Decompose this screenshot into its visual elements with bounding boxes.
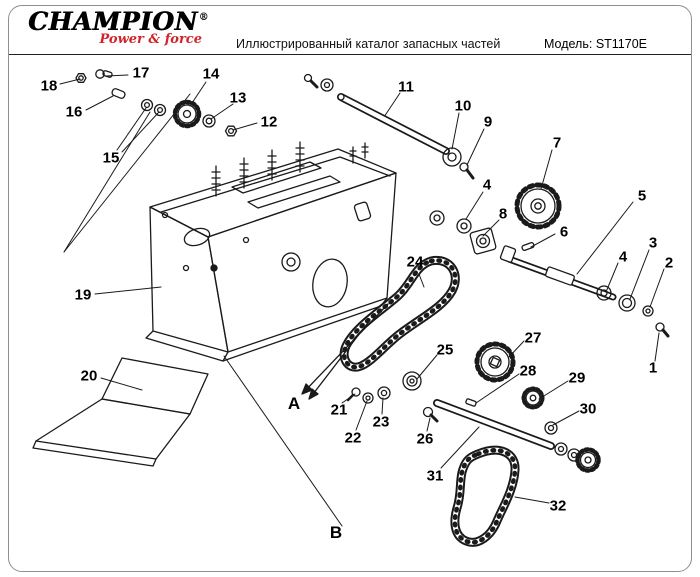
fasteners-top-left-12-to-18 [75, 69, 238, 137]
model-label: Модель: ST1170E [544, 37, 648, 51]
callout-29: 29 [568, 369, 586, 387]
sprocket-27 [474, 341, 516, 383]
section-label-b: B [329, 523, 343, 542]
callout-17: 17 [132, 64, 150, 82]
deflector-panel-20 [32, 357, 209, 467]
section-label-a: A [287, 394, 301, 413]
key-6 [521, 242, 535, 251]
callout-22: 22 [344, 429, 362, 447]
callout-10: 10 [454, 97, 472, 115]
fasteners-21-22-23 [346, 386, 391, 404]
callout-30: 30 [579, 400, 597, 418]
brand-logo: CHAMPION® Power & force [28, 7, 210, 47]
pivot-bolt-and-washer [303, 73, 334, 92]
callout-24: 24 [406, 253, 424, 271]
callout-2: 2 [664, 254, 674, 272]
callout-4b: 4 [618, 248, 628, 266]
callout-16: 16 [65, 103, 83, 121]
flange-10 [442, 147, 462, 167]
callout-12: 12 [260, 113, 278, 131]
callout-14: 14 [202, 65, 220, 83]
callout-15: 15 [102, 149, 120, 167]
callout-9: 9 [483, 113, 493, 131]
callout-11: 11 [398, 78, 414, 96]
leader-lines [59, 74, 665, 504]
callout-5: 5 [637, 187, 647, 205]
callout-25: 25 [436, 341, 454, 359]
callout-32: 32 [549, 497, 567, 515]
brand-name: CHAMPION® [28, 7, 210, 36]
callout-21: 21 [330, 401, 348, 419]
view-line-b [223, 355, 343, 527]
shaft-5 [499, 245, 617, 301]
callout-28: 28 [519, 362, 537, 380]
callout-8: 8 [498, 205, 508, 223]
callout-13: 13 [229, 89, 247, 107]
callout-19: 19 [74, 286, 92, 304]
axle-31 [433, 398, 558, 450]
callout-18: 18 [40, 77, 58, 95]
callout-7: 7 [552, 134, 562, 152]
shaft-11 [337, 93, 450, 155]
callout-1: 1 [648, 359, 658, 377]
callout-23: 23 [372, 413, 390, 431]
chain-32 [450, 445, 520, 547]
drive-end-sprocket-and-washers [554, 442, 601, 473]
chain-24 [339, 255, 460, 372]
bolt-26 [422, 406, 439, 423]
view-arrows-a [301, 303, 389, 400]
gear-14 [172, 99, 202, 129]
callout-20: 20 [80, 367, 98, 385]
right-end-hardware-1-2-3-4 [596, 285, 670, 338]
sprocket-29 [521, 386, 545, 410]
bushings-4-upper [429, 210, 472, 234]
callout-31: 31 [426, 467, 444, 485]
top-studs [211, 141, 369, 197]
callout-27: 27 [524, 329, 542, 347]
callout-4a: 4 [482, 176, 492, 194]
sprocket-7 [514, 182, 562, 230]
registered-mark-icon: ® [198, 12, 210, 23]
header-divider [9, 54, 691, 55]
key-28 [465, 398, 477, 407]
bearing-25 [402, 371, 422, 391]
callout-26: 26 [416, 430, 434, 448]
callout-6: 6 [559, 223, 569, 241]
catalog-title: Иллюстрированный каталог запасных частей [236, 37, 501, 51]
brand-tagline: Power & force [99, 32, 203, 47]
bolt-9 [459, 162, 475, 180]
bearing-8 [469, 227, 497, 255]
callout-3: 3 [648, 234, 658, 252]
